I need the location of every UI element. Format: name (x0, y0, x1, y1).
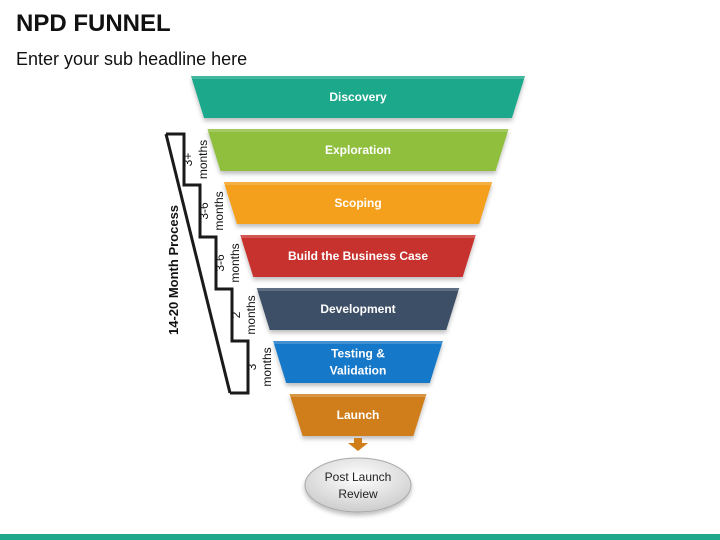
duration-text: months (212, 191, 226, 230)
duration-label-1: 3+months (181, 140, 210, 179)
funnel-stage-1: Discovery (191, 76, 525, 118)
funnel-stage-shape (273, 341, 443, 383)
funnel-stage-3: Scoping (223, 182, 493, 224)
bracket-line (166, 132, 250, 395)
funnel-stage-shape (240, 235, 476, 277)
funnel-stage-shape (191, 76, 525, 118)
funnel-stage-highlight (273, 341, 443, 344)
funnel-stage-highlight (289, 394, 427, 397)
post-launch-label: Review (338, 487, 378, 501)
funnel-stage-label: Launch (337, 408, 380, 422)
funnel-stage-7: Launch (289, 394, 427, 436)
bracket-spine (164, 133, 232, 394)
post-launch-ellipse (304, 457, 412, 513)
funnel-stage-6: Testing & Validation (273, 341, 443, 383)
process-label-text: 14-20 Month Process (166, 205, 181, 335)
funnel-stage-highlight (256, 288, 460, 291)
funnel-stage-5: Development (256, 288, 460, 330)
funnel-stage-highlight (207, 129, 509, 132)
page-subtitle: Enter your sub headline here (16, 49, 248, 69)
funnel-stage-shape (256, 288, 460, 330)
duration-text: months (260, 347, 274, 386)
funnel-stage-label: Exploration (325, 143, 391, 157)
down-arrow-icon (348, 438, 368, 451)
funnel-stage-highlight (240, 235, 476, 238)
funnel-stage-label: Scoping (334, 196, 381, 210)
funnel-stage-2: Exploration (207, 129, 509, 171)
funnel-stage-shape (223, 182, 493, 224)
post-launch-label: Post Launch (325, 470, 392, 484)
funnel-stage-shape (289, 394, 427, 436)
funnel-stage-label: Validation (330, 364, 387, 378)
duration-text: 3-6 (213, 254, 227, 272)
funnel-stage-label: Testing & (331, 347, 385, 361)
duration-text: 3+ (181, 153, 195, 167)
funnel-stage-label: Development (320, 302, 395, 316)
duration-text: months (196, 140, 210, 179)
funnel-stage-4: Build the Business Case (240, 235, 476, 277)
duration-text: 2 (229, 311, 243, 318)
funnel-stage-highlight (223, 182, 493, 185)
duration-text: 3 (245, 363, 259, 370)
duration-text: months (244, 295, 258, 334)
funnel-stage-highlight (191, 76, 525, 79)
process-label: 14-20 Month Process (166, 205, 181, 335)
duration-text: 3-6 (197, 202, 211, 220)
page-title: NPD FUNNEL (16, 10, 171, 37)
funnel-stage-label: Build the Business Case (288, 249, 428, 263)
duration-text: months (228, 243, 242, 282)
footer-bar (0, 534, 720, 540)
funnel-stage-shape (207, 129, 509, 171)
funnel-stage-label: Discovery (329, 90, 387, 104)
